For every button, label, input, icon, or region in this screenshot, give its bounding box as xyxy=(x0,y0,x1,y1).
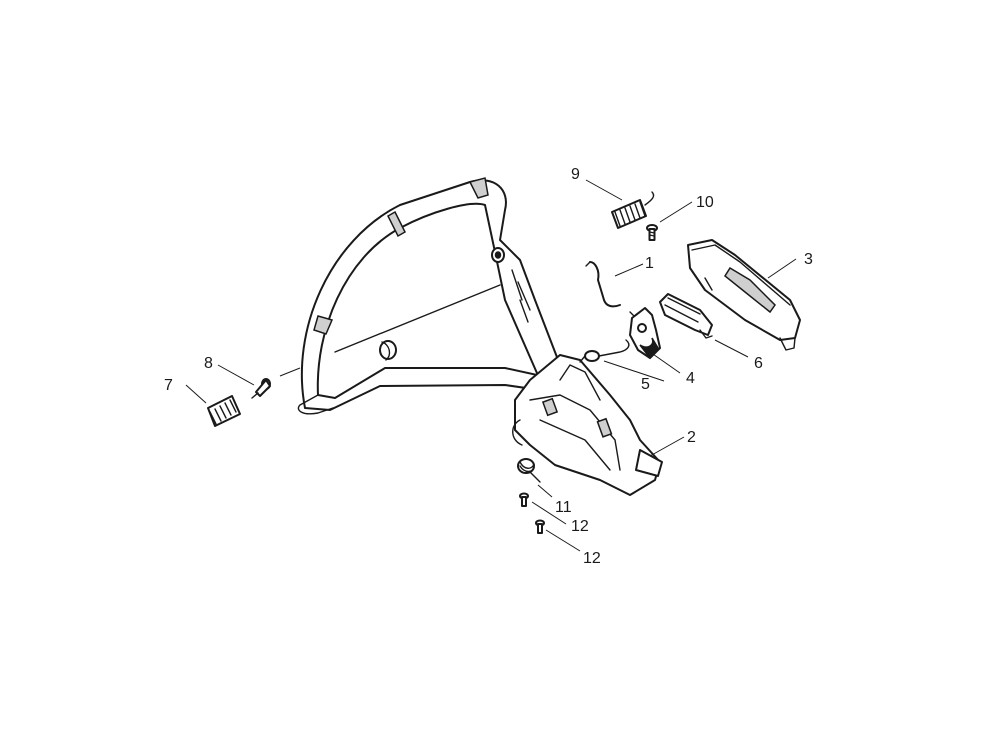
callout-2: 2 xyxy=(687,429,696,446)
screw-part-10 xyxy=(646,224,658,241)
callout-10: 10 xyxy=(696,194,714,211)
callout-5: 5 xyxy=(641,376,650,393)
callout-11: 11 xyxy=(555,499,572,516)
lever-part-6 xyxy=(659,293,713,339)
leader-lines xyxy=(185,179,797,552)
screw-part-12-lower xyxy=(535,519,545,534)
callout-9: 9 xyxy=(571,166,580,183)
torsion-spring-part-5 xyxy=(579,339,630,363)
callout-6: 6 xyxy=(754,355,763,372)
handle-guard-housing xyxy=(512,354,663,496)
callout-3: 3 xyxy=(804,251,813,268)
spring-part-9 xyxy=(611,191,655,229)
coil-spring-part-11 xyxy=(517,458,541,483)
spring-part-7 xyxy=(207,395,241,427)
screw-part-12-upper xyxy=(519,492,529,507)
callout-8: 8 xyxy=(204,355,213,372)
wire-rod-part-1 xyxy=(585,261,621,308)
pin-part-8 xyxy=(251,378,271,399)
callout-4: 4 xyxy=(686,370,695,387)
front-handle-bar xyxy=(297,177,561,415)
handle-cover-part-3 xyxy=(687,239,801,351)
callout-12-upper: 12 xyxy=(571,518,589,535)
callout-7: 7 xyxy=(164,377,173,394)
latch-part-4 xyxy=(629,307,661,360)
callout-12-lower: 12 xyxy=(583,550,601,567)
callout-labels: 9 10 3 1 6 4 5 2 7 8 11 12 12 xyxy=(164,166,813,567)
callout-1: 1 xyxy=(645,255,654,272)
